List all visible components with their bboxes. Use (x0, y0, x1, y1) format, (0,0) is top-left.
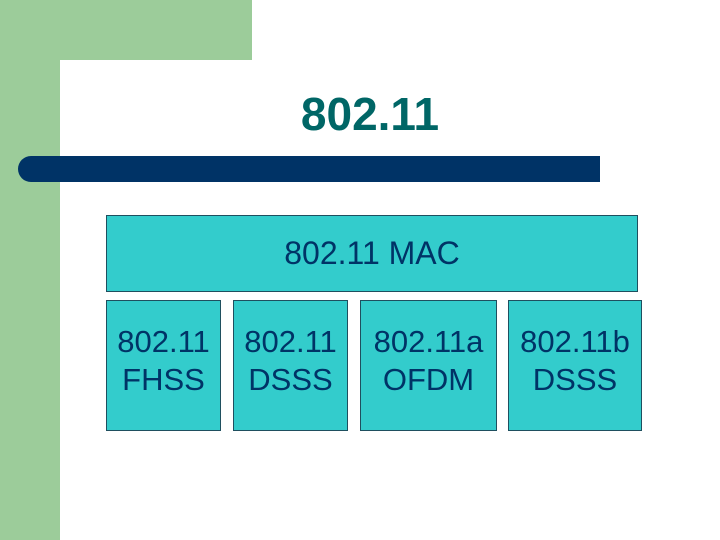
phy-label-line1: 802.11 (244, 323, 337, 359)
phy-label-line2: OFDM (382, 361, 475, 397)
mac-layer-label: 802.11 MAC (284, 235, 460, 271)
mac-layer-box: 802.11 MAC (106, 215, 638, 292)
phy-label-line1: 802.11b (520, 323, 630, 359)
decorative-rounded-corner (60, 60, 100, 100)
decorative-green-left-band (0, 0, 60, 540)
phy-box-dsss-b: 802.11b DSSS (508, 300, 642, 431)
phy-label-line2: DSSS (532, 361, 618, 397)
title-underline-bar (18, 156, 600, 182)
phy-label-line2: FHSS (122, 361, 205, 397)
phy-box-ofdm: 802.11a OFDM (360, 300, 497, 431)
phy-label-line1: 802.11a (373, 323, 484, 359)
phy-box-fhss: 802.11 FHSS (106, 300, 221, 431)
phy-label-line1: 802.11 (117, 323, 210, 359)
phy-label-line2: DSSS (248, 361, 333, 397)
slide-title: 802.11 (300, 88, 440, 140)
phy-box-dsss: 802.11 DSSS (233, 300, 348, 431)
